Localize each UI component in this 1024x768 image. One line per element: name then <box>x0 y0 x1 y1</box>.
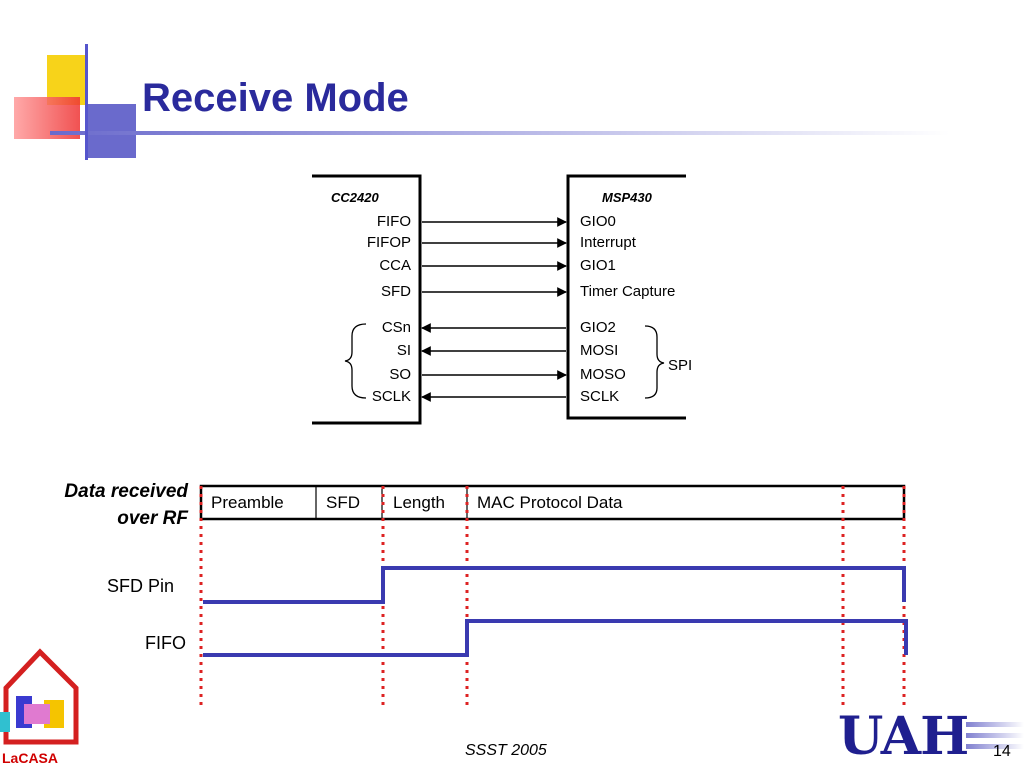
msp430-pin-label: SCLK <box>580 388 620 405</box>
uah-logo-text: UAH <box>838 706 969 767</box>
cc2420-block <box>312 174 422 425</box>
rf-data-label-line1: Data received <box>64 481 188 502</box>
cc2420-pin-label: FIFO <box>376 213 411 230</box>
sfd-pin-label: SFD Pin <box>106 576 174 596</box>
spi-label: SPI <box>668 357 693 374</box>
msp430-block <box>566 174 686 420</box>
msp430-pin-label: Timer Capture <box>580 283 676 300</box>
logo-block-cyan <box>0 712 10 732</box>
msp430-pin-label: MOSO <box>580 366 626 383</box>
lacasa-logo-text: LaCASA <box>2 750 59 766</box>
uah-stripe-1 <box>966 722 1024 727</box>
sfd-pin-waveform <box>203 566 906 604</box>
msp430-label: MSP430 <box>602 190 652 205</box>
frame-field: Preamble <box>211 493 284 512</box>
msp430-pin-label: GIO0 <box>580 213 616 230</box>
cc2420-pin-label: SI <box>396 342 411 359</box>
house-outline-icon <box>3 648 79 745</box>
cc2420-pin-label: SCLK <box>371 388 411 405</box>
fifo-signal-label: FIFO <box>145 633 186 653</box>
msp430-pin-label: MOSI <box>580 342 619 359</box>
cc2420-label: CC2420 <box>331 190 379 205</box>
cc2420-pin-label: CSn <box>381 319 411 336</box>
uah-stripe-3 <box>966 744 1024 749</box>
deco-vertical-bar <box>85 44 88 160</box>
frame-field: SFD <box>326 493 360 512</box>
signal-arrows <box>421 217 567 402</box>
deco-title-underline <box>50 131 950 135</box>
cc2420-pin-label: SO <box>389 366 411 383</box>
footer-text: SSST 2005 <box>465 742 547 759</box>
rf-data-label-line2: over RF <box>117 508 188 529</box>
logo-block-pink <box>24 704 50 724</box>
left-spi-brace <box>344 323 367 399</box>
cc2420-pin-label: CCA <box>379 257 411 274</box>
msp430-pin-label: GIO1 <box>580 257 616 274</box>
page-number: 14 <box>993 743 1011 760</box>
cc2420-pin-label: SFD <box>381 283 411 300</box>
uah-stripe-2 <box>966 733 1024 738</box>
msp430-pin-label: GIO2 <box>580 319 616 336</box>
right-spi-brace <box>644 325 665 399</box>
fifo-waveform <box>203 619 908 657</box>
frame-field: Length <box>393 493 445 512</box>
msp430-pin-label: Interrupt <box>580 234 636 251</box>
frame-field: MAC Protocol Data <box>477 493 623 512</box>
cc2420-pin-label: FIFOP <box>366 234 411 251</box>
page-title: Receive Mode <box>142 76 409 120</box>
deco-yellow-block <box>47 55 87 105</box>
